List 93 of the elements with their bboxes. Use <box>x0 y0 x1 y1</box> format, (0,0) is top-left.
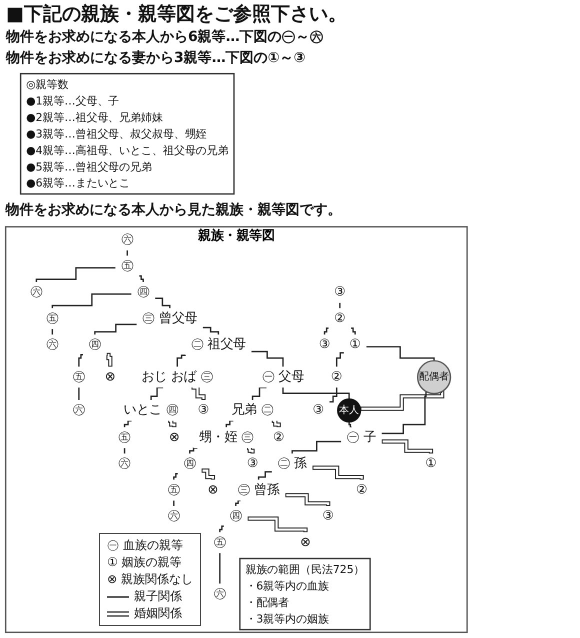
node-circle: 本人 <box>337 398 362 422</box>
connector <box>272 418 281 430</box>
node-text: ㊀ 子 <box>346 430 376 445</box>
connector <box>248 516 308 534</box>
legend-text: 婚姻関係 <box>134 605 182 622</box>
connector <box>94 324 137 336</box>
connector <box>292 440 342 454</box>
node-text: ㊅ <box>46 337 59 352</box>
node-text: ㊃ <box>88 337 102 352</box>
connector <box>52 293 132 309</box>
node-text: ② <box>356 482 368 498</box>
connector <box>173 472 178 480</box>
node-text: ㊅ <box>213 586 226 601</box>
connector <box>36 267 116 283</box>
node-text: ⊗ <box>300 535 311 550</box>
node-text: ⊗ <box>168 430 180 445</box>
node-text: ㊅ <box>120 232 134 247</box>
connector <box>219 525 224 533</box>
node-text: ① <box>349 337 361 352</box>
node-circle: 配偶者 <box>416 360 452 394</box>
node-text: ③ <box>334 284 346 300</box>
connector <box>189 447 198 454</box>
node-text: ③ <box>198 402 210 418</box>
node-text: ㊅ <box>167 508 180 524</box>
connector <box>78 354 83 368</box>
node-text: ② <box>330 370 342 384</box>
node-text: ㊂ 曾孫 <box>237 482 280 498</box>
connector <box>382 391 428 434</box>
connector <box>150 386 164 401</box>
node-box: ◎親等数 ●1親等…父母、子 ●2親等…祖父母、兄弟姉妹 ●3親等…曾祖父母、叔父叔母、甥姪 ●4親等…高祖母、いとこ、祖父母の兄弟 ●5親等…曾祖父母の兄弟 ●6親等…またいとこ <box>20 72 235 195</box>
connector <box>351 328 356 336</box>
node-text: ㊄ <box>72 370 86 384</box>
connector <box>336 352 344 368</box>
node-box: 親族の範囲（民法725） ・6親等内の血族 ・配偶者 ・3親等内の姻族 <box>239 558 371 630</box>
node-text: ㊃ <box>229 508 242 524</box>
node-text: ② <box>334 310 346 326</box>
node-text: ③ <box>246 456 258 471</box>
connector <box>139 275 144 283</box>
node-text: ㊄ <box>118 430 131 445</box>
connector <box>202 468 216 482</box>
connector <box>226 420 234 428</box>
node-text: ㊅ <box>118 456 131 471</box>
connector <box>106 352 112 369</box>
connector <box>324 328 329 336</box>
connector <box>382 439 434 456</box>
connector <box>168 418 176 430</box>
node-text: ② <box>273 430 284 445</box>
connector <box>258 471 272 480</box>
connector <box>124 420 132 428</box>
node-text: ㊅ <box>72 402 86 418</box>
page-title: ■下記の親族・親等図をご参照下さい。 <box>6 3 347 25</box>
connector <box>247 446 255 456</box>
node-text: ㊄ <box>213 535 226 550</box>
connector <box>235 500 241 507</box>
node-text: ⊗ <box>104 370 116 384</box>
node-text: ㊄ <box>167 482 180 498</box>
connector <box>78 386 80 401</box>
connector <box>251 350 284 368</box>
node-text: ㊄ <box>46 310 59 326</box>
node-text: ③ <box>318 337 330 352</box>
connector <box>312 466 364 482</box>
node-text: ㊂ 曾父母 <box>142 310 198 326</box>
connector <box>252 386 266 401</box>
connector <box>339 302 341 309</box>
node-text: ㊁ 孫 <box>277 456 307 471</box>
note-text: 物件をお求めになる本人から見た親族・親等図です。 <box>6 200 342 220</box>
legend-text: ⊗ 親族関係なし <box>107 571 193 588</box>
node-text: ⊗ <box>208 482 218 498</box>
connector <box>330 386 338 402</box>
node-text: ㊃ <box>183 456 196 471</box>
node-text: ㊁ 祖父母 <box>190 337 246 352</box>
node-text: ㊃ <box>136 284 150 300</box>
connector <box>173 500 174 507</box>
connector <box>285 493 330 508</box>
connector <box>202 326 220 336</box>
note-text: 物件をお求めになる本人から6親等…下図の㊀～㊅ <box>6 29 324 45</box>
connector <box>192 385 206 402</box>
connector <box>176 354 186 368</box>
node-text: ㊅ <box>30 284 43 300</box>
node-text: ③ <box>322 508 334 524</box>
connector <box>52 328 54 336</box>
legend-text: ① 姻族の親等 <box>107 554 182 572</box>
legend-text: 親子関係 <box>134 588 182 606</box>
node-text: ③ <box>312 402 324 418</box>
node-text: ① <box>425 456 437 471</box>
connector <box>282 388 350 400</box>
connector <box>126 250 128 256</box>
node-text: ㊄ <box>120 258 134 274</box>
connector <box>360 390 444 411</box>
legend-text: ㊀ 血族の親等 <box>107 537 183 554</box>
connector <box>155 298 170 309</box>
connector <box>219 552 220 584</box>
connector <box>366 346 435 362</box>
